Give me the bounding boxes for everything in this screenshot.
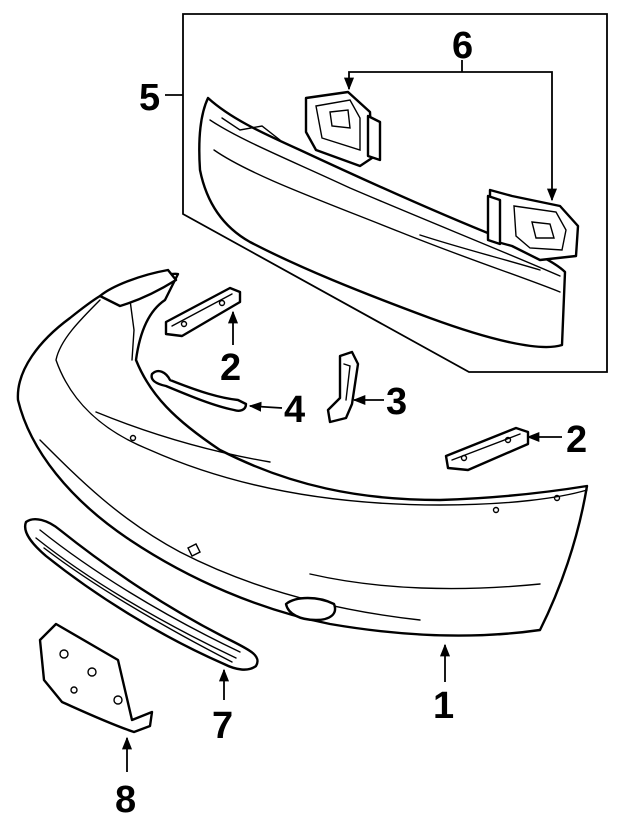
guide-bracket — [326, 350, 360, 424]
bracket-right — [444, 426, 530, 472]
callout-8: 8 — [115, 779, 136, 821]
callout-2-upper: 2 — [220, 347, 241, 389]
retainer-strip — [150, 369, 248, 412]
leader-4 — [248, 401, 283, 412]
inset-border — [182, 13, 608, 373]
callout-7: 7 — [212, 705, 233, 747]
callout-1: 1 — [433, 685, 454, 727]
mounting-bracket-left — [304, 90, 382, 168]
bumper-cover — [16, 268, 589, 637]
lower-grille — [23, 518, 259, 671]
bracket-upper — [164, 286, 242, 338]
mounting-bracket-right — [486, 188, 580, 262]
callout-4: 4 — [284, 389, 305, 431]
callout-2-right: 2 — [566, 419, 587, 461]
callout-6: 6 — [452, 25, 473, 67]
callout-5: 5 — [139, 77, 160, 119]
leader-6 — [343, 71, 558, 202]
reinforcement-inset — [165, 13, 608, 373]
license-bracket — [38, 622, 154, 734]
callout-3: 3 — [386, 381, 407, 423]
